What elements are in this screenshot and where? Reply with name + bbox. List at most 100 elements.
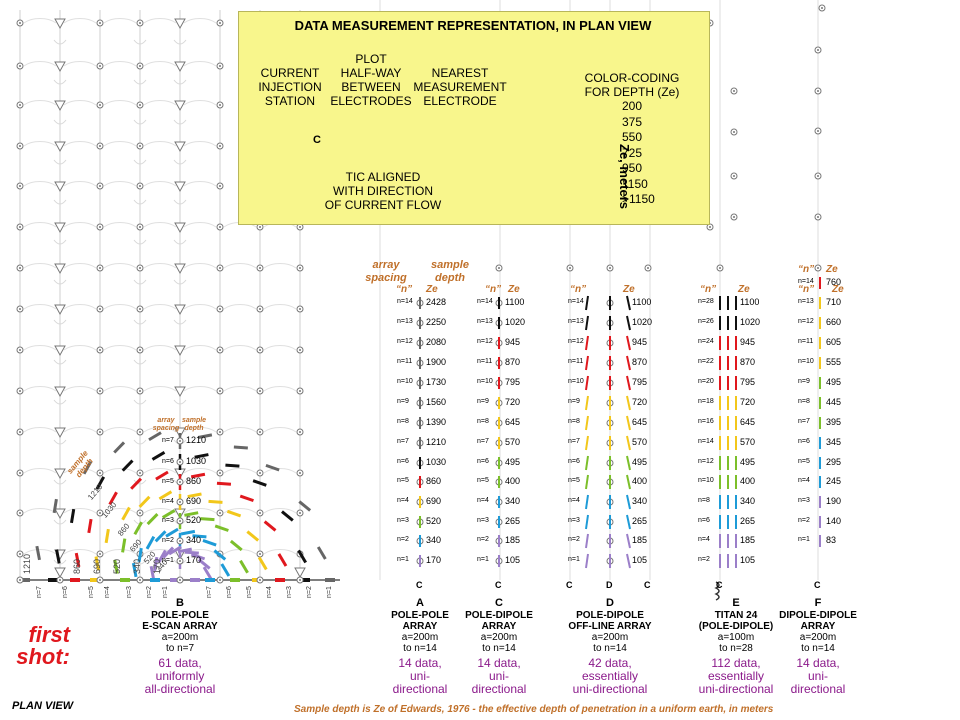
array-a-ze: 2250 [426,317,447,327]
wire-arc [23,263,57,269]
electrode-dot [19,512,21,514]
wire-curve [173,159,187,165]
wire-arc [263,549,297,555]
electrode-dot [259,579,261,581]
electrode-dot [99,553,101,555]
wire-curve [53,479,67,485]
array-c-ze: 945 [505,337,521,347]
array-f-n: n=13 [798,298,814,305]
array-c-ze: 265 [505,516,521,526]
e-scan-tic [138,495,151,508]
wire-arc [23,18,57,24]
triangle-marker [174,304,186,316]
array-d-ze: 795 [632,377,648,387]
array-c-n: n=6 [477,458,489,465]
array-a-n: n=14 [397,298,413,305]
e-scan-tic [208,499,223,504]
wire-arc [223,345,257,351]
array-d-tic [585,415,589,431]
array-d-n: n=7 [568,438,580,445]
array-a-ze: 690 [426,496,442,506]
electrode-dot [179,440,181,442]
titan-electrode-stack [714,581,720,601]
e-scan-tic [239,559,249,574]
array-b-ze: 860 [186,476,202,486]
electrode-dot [99,472,101,474]
wire-arc [263,345,297,351]
wire-curve [133,199,147,205]
baseline-tic [150,578,160,582]
wire-arc [103,304,137,310]
electrode-dot [139,579,141,581]
baseline-tic [230,578,240,582]
array-c-ze: 1100 [505,297,525,307]
ze-header: Ze [508,284,520,295]
array-f-letter: F [814,597,822,609]
wire-arc [263,263,297,269]
electrode-dot [139,390,141,392]
array-a-n: n=9 [397,398,409,405]
array-d-data-count: 42 data, [588,656,632,670]
array-d-tic [585,553,589,569]
electrode-dot [299,390,301,392]
array-f-ze: 245 [826,476,842,486]
electrode-dot [19,185,21,187]
array-f-data-count: uni- [807,669,828,683]
array-e-ze: 570 [740,437,756,447]
e-scan-tic [316,546,327,560]
array-e-desc: (POLE-DIPOLE) [698,621,774,632]
electrode-dot [259,308,261,310]
array-e-n: n=8 [698,497,710,504]
wire-arc [143,304,177,310]
triangle-marker [174,100,186,112]
electrode-dot [219,65,221,67]
electrode-dot [299,431,301,433]
triangle-marker [54,427,66,439]
e-scan-tic [216,481,232,486]
baseline-tic [275,578,285,582]
array-d-tic [585,455,589,471]
array-a-n: n=13 [397,318,413,325]
array-c-n: n=9 [477,398,489,405]
triangle-marker [174,386,186,398]
array-d-ze: 645 [632,417,648,427]
wire-arc [23,427,57,433]
wire-arc [63,18,97,24]
array-d-data-count: essentially [581,669,639,683]
array-d-ze: 1100 [632,297,652,307]
wire-curve [133,439,147,445]
array-b-n: n=4 [162,498,174,505]
electrode-dot [219,185,221,187]
array-c-ze: 570 [505,437,521,447]
array-d-tic [585,474,589,490]
electrode-dot [733,175,735,177]
n-header: “n” [798,284,815,295]
array-c1-desc: POLE-DIPOLE [465,610,533,621]
array-a-ze: 860 [426,476,442,486]
array-f-n: n=5 [798,458,810,465]
array-f-n: n=3 [798,497,810,504]
electrode-dot [259,431,261,433]
wire-arc [23,141,57,147]
wire-arc [183,468,217,474]
triangle-marker [54,345,66,357]
electrode-dot [99,145,101,147]
wire-arc [183,345,217,351]
wire-arc [103,345,137,351]
electrode-dot [99,65,101,67]
array-d-tic [585,355,589,371]
array-a-ze: 1210 [426,437,447,447]
electrode-dot [219,512,221,514]
electrode-dot [19,308,21,310]
array-d-desc: OFF-LINE ARRAY [568,621,652,632]
array-f-n: n=4 [798,477,810,484]
array-d-n: n=13 [568,318,584,325]
n-header: “n” [396,284,413,295]
electrode-dot [817,175,819,177]
array-f-ze: 295 [826,457,842,467]
wire-arc [263,468,297,474]
array-a-data-count: directional [392,682,448,696]
array-a-desc: POLE-POLE [391,610,449,621]
wire-curve [53,199,67,205]
baseline-n-label-right: n=1 [326,586,333,598]
